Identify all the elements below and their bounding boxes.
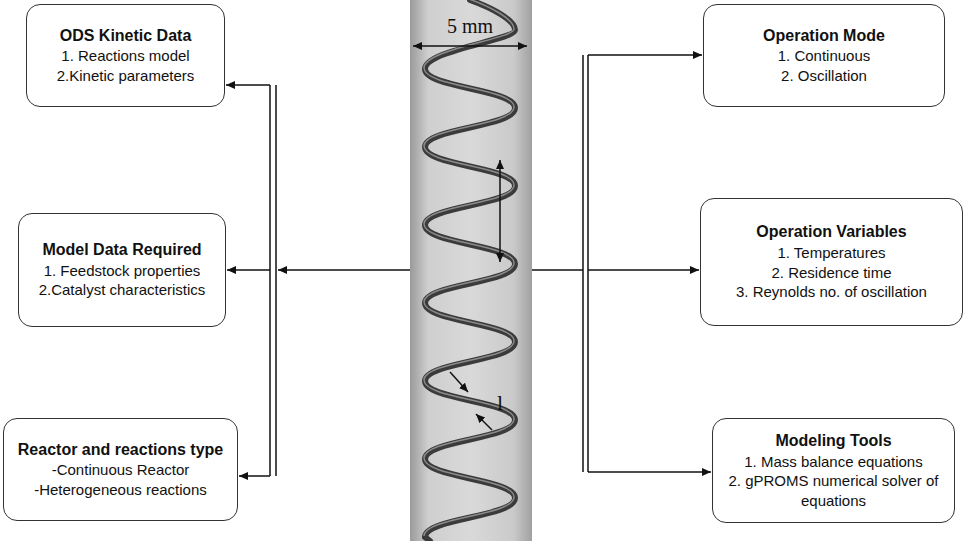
dimension-label: 5 mm [447,15,493,38]
box-item: 3. Reynolds no. of oscillation [736,282,927,302]
model-data-box: Model Data Required1. Feedstock properti… [18,213,226,327]
bus-line [275,85,277,476]
box-item: 2. Residence time [771,263,891,283]
pitch-arrow [499,160,501,262]
bus-line [587,55,589,472]
box-heading: Modeling Tools [775,431,891,452]
box-item: 2. Oscillation [781,66,867,86]
connector-line [226,84,270,86]
connector-line [588,54,702,56]
box-heading: Operation Mode [763,26,885,47]
box-item: 2. gPROMS numerical solver of equations [723,471,944,510]
bus-line [582,55,584,472]
connector-line [227,269,270,271]
box-item: 1. Mass balance equations [744,452,922,472]
box-item: 2.Kinetic parameters [57,66,195,86]
box-heading: Operation Variables [756,222,906,243]
callout-letter: l [497,390,503,416]
operation-mode-box: Operation Mode1. Continuous2. Oscillatio… [703,4,945,107]
operation-variables-box: Operation Variables1. Temperatures2. Res… [700,198,963,326]
modeling-tools-box: Modeling Tools1. Mass balance equations2… [712,418,955,523]
connector-line [239,475,270,477]
box-item: 1. Feedstock properties [44,261,201,281]
tube-photo [410,0,532,541]
thickness-arrow [450,372,468,392]
connector-line [588,471,711,473]
thickness-arrow [476,414,492,430]
dimension-arrow [413,45,527,47]
box-item: 2.Catalyst characteristics [39,280,206,300]
box-item: -Heterogeneous reactions [34,480,207,500]
reactor-type-box: Reactor and reactions type-Continuous Re… [3,418,238,521]
box-heading: Reactor and reactions type [18,440,223,461]
box-item: 1. Temperatures [777,243,885,263]
kinetic-data-box: ODS Kinetic Data1. Reactions model2.Kine… [26,4,225,107]
box-item: 1. Continuous [778,46,871,66]
connector-line [278,269,410,271]
wire-highlight [424,0,514,536]
connector-line [532,269,583,271]
bus-line [269,85,271,476]
box-item: -Continuous Reactor [52,460,190,480]
helical-wire [425,0,515,541]
box-heading: Model Data Required [42,240,201,261]
box-item: 1. Reactions model [61,46,189,66]
connector-line [588,269,699,271]
box-heading: ODS Kinetic Data [60,26,192,47]
